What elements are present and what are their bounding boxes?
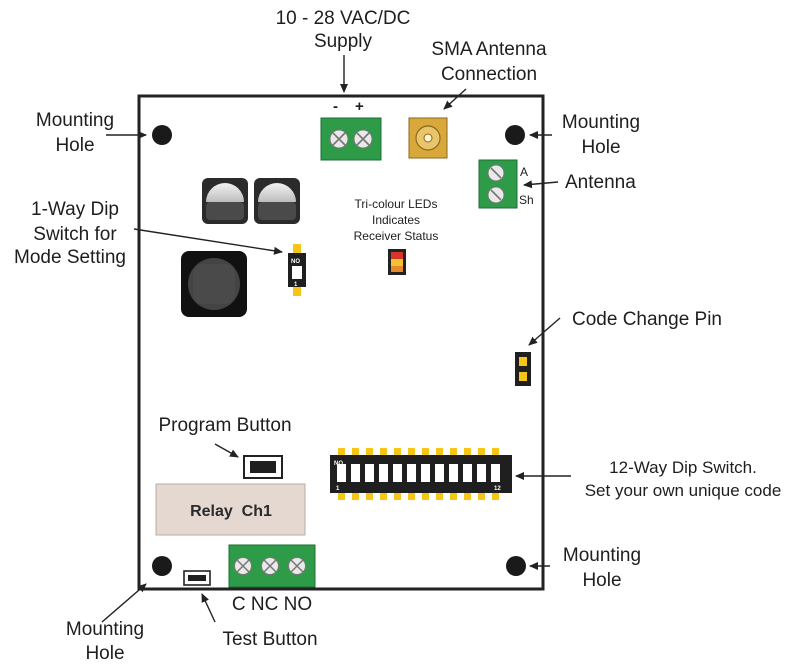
dip1-label-line1: 1-Way Dip (31, 199, 119, 220)
dip1-arrow (133, 228, 283, 255)
mounting-bl-label-line2: Hole (85, 643, 124, 664)
antenna-arrow (523, 180, 559, 189)
relay-output-terminal (228, 544, 316, 588)
antenna-sh-mark: Sh (519, 193, 534, 207)
dip12-switch-5[interactable] (393, 448, 402, 500)
relay-terminals-label: C NC NO (232, 594, 312, 615)
dip12-switch-1[interactable] (337, 448, 346, 500)
mounting-bl-label-line1: Mounting (66, 619, 144, 640)
capacitor-left (202, 178, 248, 224)
mounting-hole-bottom-left (152, 556, 172, 576)
dip12-switch-4[interactable] (379, 448, 388, 500)
code-change-label: Code Change Pin (572, 309, 722, 330)
dip12-switch-9[interactable] (449, 448, 458, 500)
relay-label: Relay Ch1 (190, 503, 272, 520)
leds-label-line1: Tri-colour LEDs (355, 197, 438, 211)
mounting-bl-arrow (101, 583, 147, 623)
program-arrow (214, 443, 239, 458)
dip1-no-mark: NO (291, 259, 300, 265)
leds-label-line2: Indicates (372, 213, 420, 227)
dip1-label-line2: Switch for (33, 224, 117, 245)
antenna-terminal (478, 159, 518, 209)
dip12-switch-12[interactable] (491, 448, 500, 500)
antenna-label: Antenna (565, 172, 636, 193)
mounting-br-label-line2: Hole (582, 570, 621, 591)
dip12-switch-3[interactable] (365, 448, 374, 500)
leds-label-line3: Receiver Status (354, 229, 439, 243)
twelve-way-dip-switch[interactable] (330, 448, 512, 500)
program-label: Program Button (158, 415, 291, 436)
dip12-label-line1: 12-Way Dip Switch. (609, 458, 757, 477)
inductor (181, 251, 247, 317)
capacitor-right (254, 178, 300, 224)
supply-label-line1: 10 - 28 VAC/DC (276, 8, 411, 29)
dip12-switch-8[interactable] (435, 448, 444, 500)
dip12-no-mark: NO (334, 461, 343, 467)
code-change-arrow (528, 317, 561, 346)
dip12-num-first: 1 (336, 486, 340, 492)
program-button[interactable] (243, 455, 283, 479)
relay-ch1 (155, 483, 306, 536)
test-button-label: Test Button (222, 629, 317, 650)
mounting-tl-label-line1: Mounting (36, 110, 114, 131)
mounting-tl-label-line2: Hole (55, 135, 94, 156)
dip12-num-last: 12 (494, 486, 501, 492)
mounting-tr-label-line1: Mounting (562, 112, 640, 133)
sma-label-line1: SMA Antenna (431, 39, 547, 60)
sma-label-line2: Connection (441, 64, 537, 85)
tri-colour-leds (388, 249, 406, 275)
sma-antenna-connector (408, 117, 448, 159)
dip1-num-mark: 1 (294, 282, 298, 288)
dip12-switch-2[interactable] (351, 448, 360, 500)
dip12-label-line2: Set your own unique code (585, 481, 782, 500)
test-button[interactable] (183, 570, 211, 586)
dip12-switch-11[interactable] (477, 448, 486, 500)
dip1-label-line3: Mode Setting (14, 247, 126, 268)
supply-terminal (320, 117, 382, 161)
test-arrow (201, 593, 216, 623)
mounting-hole-bottom-right (506, 556, 526, 576)
mounting-hole-top-right (505, 125, 525, 145)
dip12-switch-6[interactable] (407, 448, 416, 500)
code-change-pin[interactable] (515, 352, 531, 386)
sma-arrow (443, 88, 467, 110)
supply-minus-mark: - (333, 98, 338, 115)
supply-label-line2: Supply (314, 31, 373, 52)
antenna-a-mark: A (520, 165, 528, 179)
mounting-hole-top-left (152, 125, 172, 145)
dip12-switch-10[interactable] (463, 448, 472, 500)
mounting-br-label-line1: Mounting (563, 545, 641, 566)
one-way-dip-switch[interactable] (288, 244, 306, 296)
dip12-switch-7[interactable] (421, 448, 430, 500)
supply-plus-mark: + (355, 98, 364, 115)
mounting-tr-label-line2: Hole (581, 137, 620, 158)
